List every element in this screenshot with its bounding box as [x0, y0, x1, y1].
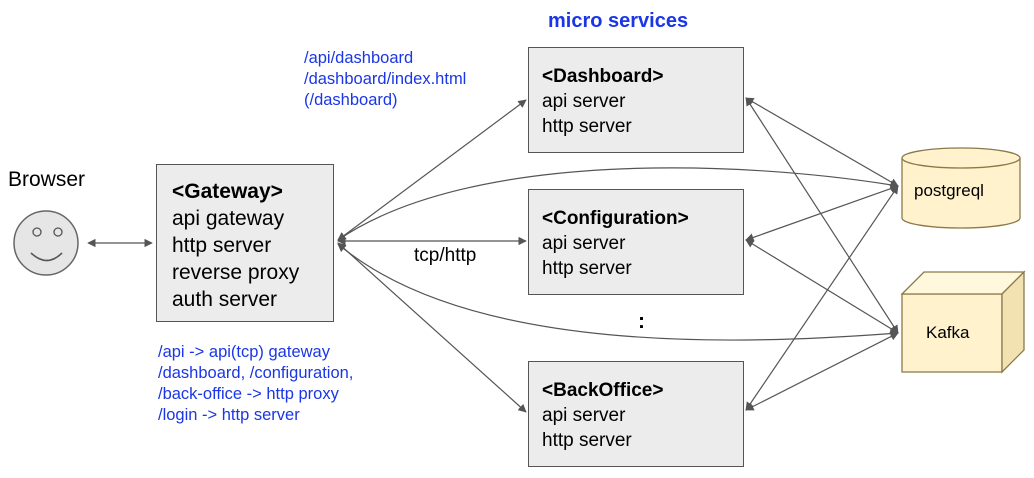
- arrow-dashboard-postgres: [745, 97, 899, 187]
- arrow-configuration-kafka: [745, 239, 899, 334]
- gateway-box: <Gateway> api gateway http server revers…: [156, 164, 334, 322]
- service-line: api server: [542, 91, 626, 112]
- gateway-line: api gateway: [172, 207, 285, 230]
- gateway-line: reverse proxy: [172, 261, 300, 284]
- postgres-label: postgreql: [914, 181, 984, 200]
- diagram-title: micro services: [548, 10, 689, 32]
- route-line: /dashboard/index.html: [304, 70, 467, 88]
- arrow-backoffice-kafka: [745, 332, 899, 411]
- gateway-title: <Gateway>: [172, 180, 283, 203]
- edge-label-tcp-http: tcp/http: [414, 245, 477, 266]
- route-line: /api -> api(tcp) gateway: [158, 343, 330, 361]
- cube-icon: [900, 270, 1026, 374]
- route-line: (/dashboard): [304, 91, 398, 109]
- gateway-routes-note: /api -> api(tcp) gateway /dashboard, /co…: [158, 342, 353, 426]
- dashboard-service-box: <Dashboard> api server http server: [528, 47, 744, 153]
- service-title: <BackOffice>: [542, 380, 664, 401]
- service-line: http server: [542, 430, 632, 451]
- database-cylinder-icon: [901, 147, 1021, 229]
- dashboard-routes-note: /api/dashboard /dashboard/index.html (/d…: [304, 48, 466, 111]
- browser-label: Browser: [8, 168, 86, 191]
- configuration-service-box: <Configuration> api server http server: [528, 189, 744, 295]
- service-title: <Dashboard>: [542, 66, 664, 87]
- service-line: http server: [542, 116, 632, 137]
- service-line: api server: [542, 233, 626, 254]
- route-line: /back-office -> http proxy: [158, 385, 339, 403]
- more-services-ellipsis: :: [638, 310, 645, 333]
- kafka-label: Kafka: [926, 323, 970, 342]
- service-line: http server: [542, 258, 632, 279]
- service-title: <Configuration>: [542, 208, 689, 229]
- arrow-gateway-dashboard: [337, 99, 527, 241]
- route-line: /login -> http server: [158, 406, 300, 424]
- route-line: /dashboard, /configuration,: [158, 364, 354, 382]
- browser-face-icon: [13, 210, 79, 276]
- arrow-gateway-backoffice: [337, 242, 527, 413]
- backoffice-service-box: <BackOffice> api server http server: [528, 361, 744, 467]
- gateway-line: auth server: [172, 288, 278, 311]
- service-line: api server: [542, 405, 626, 426]
- arrow-configuration-postgres: [745, 184, 899, 242]
- route-line: /api/dashboard: [304, 49, 414, 67]
- connectors: [87, 97, 899, 413]
- gateway-line: http server: [172, 234, 272, 257]
